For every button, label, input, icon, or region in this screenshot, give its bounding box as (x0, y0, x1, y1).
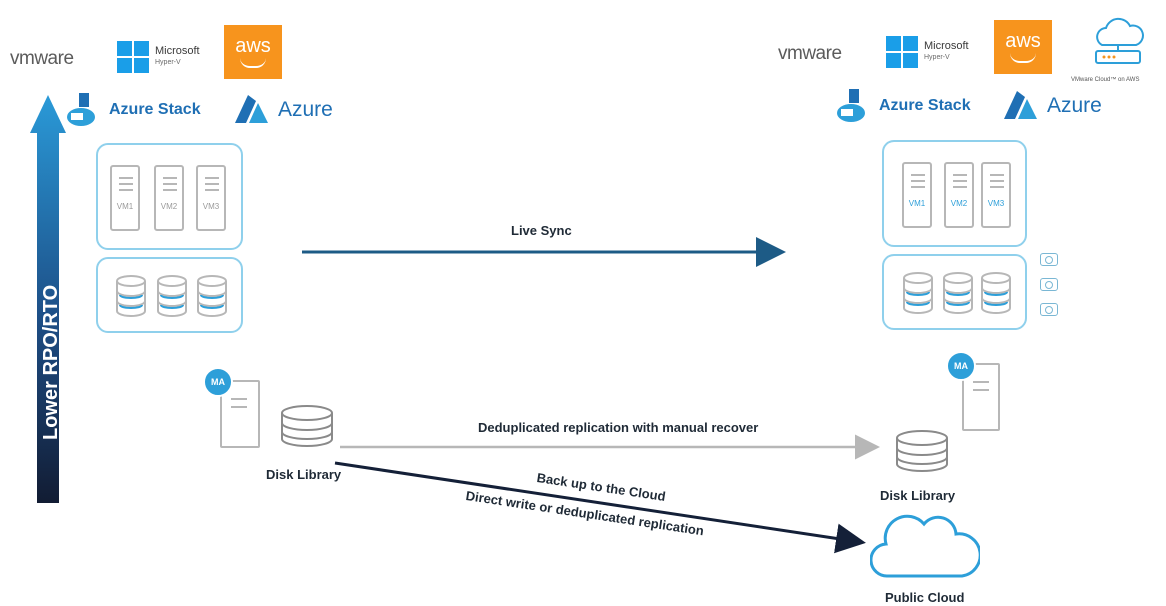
azure-stack-label: Azure Stack (109, 101, 201, 118)
microsoft-label: Microsoft (924, 40, 969, 52)
vm-server-icon: VM2 (944, 162, 974, 228)
vmware-logo: vmware (10, 48, 74, 69)
vm-label: VM3 (202, 202, 220, 211)
vm-label: VM2 (950, 199, 968, 208)
vm-label: VM2 (160, 202, 178, 211)
vmware-cloud-icon (1095, 17, 1144, 64)
database-icon (981, 272, 1011, 314)
microsoft-icon (886, 36, 918, 68)
database-icon (903, 272, 933, 314)
vm-server-icon: VM1 (902, 162, 932, 228)
microsoft-label: Microsoft (155, 45, 200, 57)
vm-group-left: VM1 VM2 VM3 (96, 143, 243, 250)
storage-group-left (96, 257, 243, 333)
vm-server-icon: VM3 (981, 162, 1011, 228)
azure-logo: Azure (1001, 91, 1102, 121)
azure-label: Azure (1047, 94, 1102, 117)
disk-library-icon (896, 430, 948, 472)
disk-library-icon (281, 405, 333, 447)
snapshot-camera-icon (1040, 303, 1058, 316)
azure-icon (235, 95, 268, 123)
vm-label: VM1 (116, 202, 134, 211)
vm-server-icon: VM3 (196, 165, 226, 231)
microsoft-icon (117, 41, 149, 73)
rpo-rto-arrow (30, 95, 66, 503)
vm-label: VM1 (908, 199, 926, 208)
vmware-logo: vmware (778, 43, 842, 64)
storage-group-right (882, 254, 1027, 330)
hyperv-label: Hyper-V (155, 59, 181, 66)
azure-stack-icon (837, 89, 865, 122)
vmware-cloud-label: VMware Cloud™ on AWS (1071, 77, 1140, 83)
azure-stack-logo: Azure Stack (65, 93, 201, 127)
database-icon (116, 275, 146, 317)
hyperv-label: Hyper-V (924, 54, 950, 61)
ma-badge: MA (203, 367, 233, 397)
azure-stack-logo: Azure Stack (835, 89, 971, 123)
live-sync-label: Live Sync (511, 223, 572, 238)
azure-label: Azure (278, 98, 333, 121)
vm-server-icon: VM1 (110, 165, 140, 231)
aws-label: aws (235, 35, 271, 57)
public-cloud-label: Public Cloud (885, 590, 965, 605)
disk-library-label-right: Disk Library (880, 488, 956, 503)
snapshot-camera-icon (1040, 253, 1058, 266)
azure-stack-label: Azure Stack (879, 97, 971, 114)
disk-library-label-left: Disk Library (266, 467, 342, 482)
dedup-replication-label: Deduplicated replication with manual rec… (478, 420, 759, 435)
vm-label: VM3 (987, 199, 1005, 208)
azure-logo: Azure (232, 95, 333, 125)
database-icon (157, 275, 187, 317)
vm-server-icon: VM2 (154, 165, 184, 231)
database-icon (943, 272, 973, 314)
vm-group-right: VM1 VM2 VM3 (882, 140, 1027, 247)
public-cloud-icon (870, 514, 980, 578)
azure-stack-icon (67, 93, 95, 126)
ma-badge: MA (946, 351, 976, 381)
cloud-backup-arrow (334, 461, 866, 554)
database-icon (197, 275, 227, 317)
aws-logo: aws (224, 25, 282, 79)
azure-icon (1004, 91, 1037, 119)
snapshot-camera-icon (1040, 278, 1058, 291)
aws-logo: aws (994, 20, 1052, 74)
aws-label: aws (1005, 30, 1041, 52)
